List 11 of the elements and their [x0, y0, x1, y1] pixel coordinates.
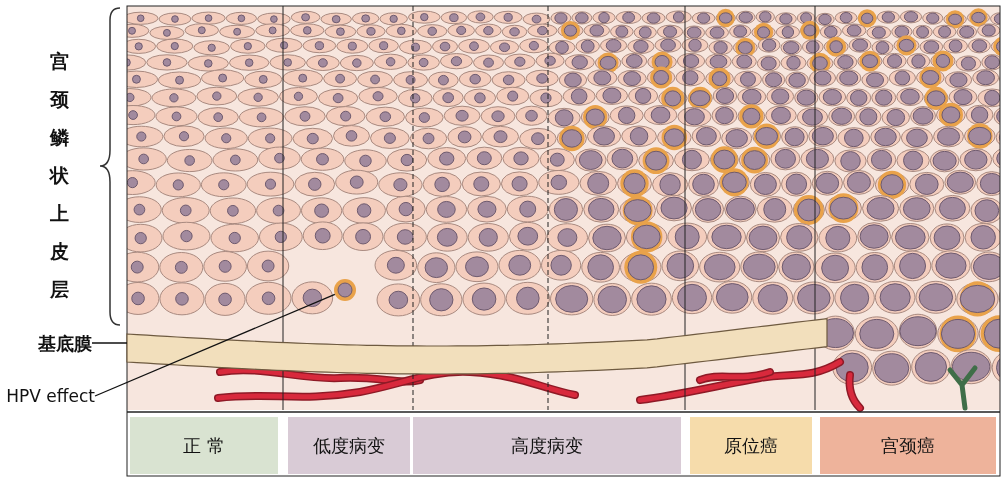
- callout-label: HPV effect: [6, 386, 95, 406]
- leader-line: [91, 342, 128, 344]
- stage-label: 低度病变: [288, 417, 410, 474]
- cell: [334, 279, 356, 301]
- vertical-label: 宫颈鳞状上皮层: [48, 49, 70, 302]
- stage-label: 正 常: [130, 417, 278, 474]
- stage-label: 宫颈癌: [820, 417, 996, 474]
- basement-membrane: [126, 317, 828, 375]
- callout-label: 基底膜: [38, 332, 92, 356]
- stage-label: 原位癌: [690, 417, 812, 474]
- stage-label: 高度病变: [413, 417, 681, 474]
